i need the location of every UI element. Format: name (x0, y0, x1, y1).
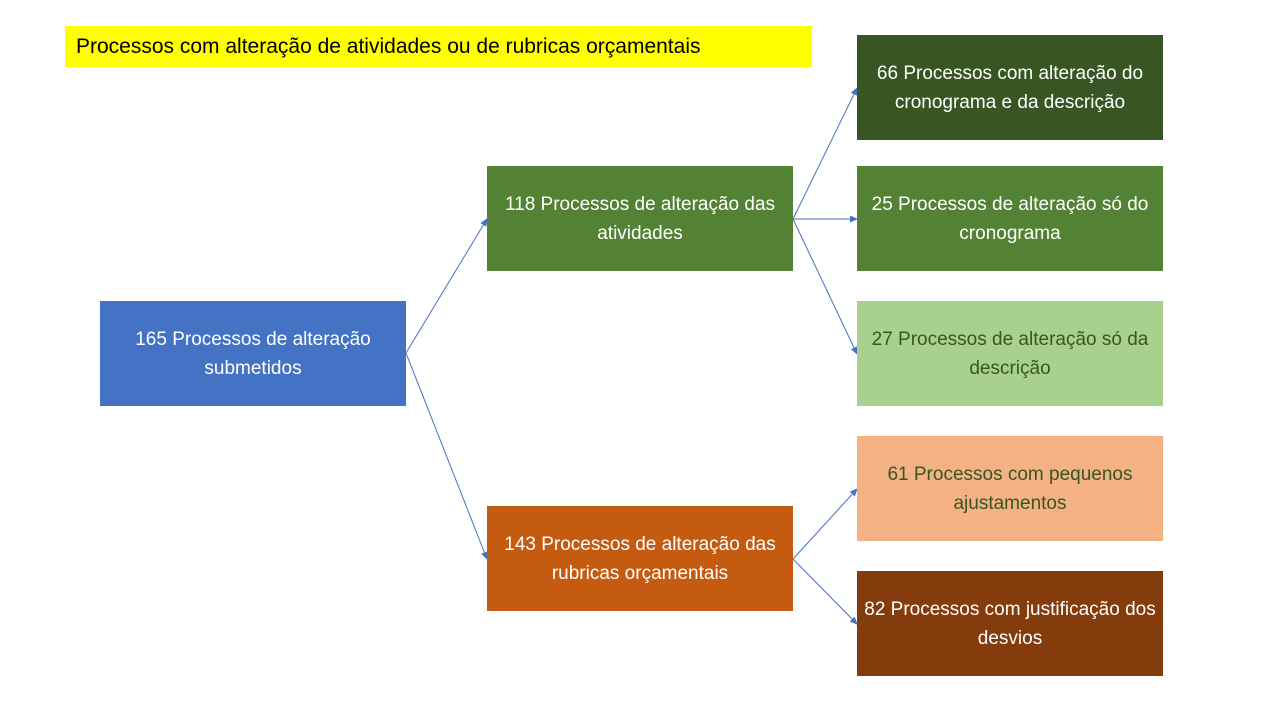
node-budget-label: 143 Processos de alteração das rubricas … (504, 533, 776, 584)
connector-root-to-budget (405, 352, 488, 560)
node-budget-small-label: 61 Processos com pequenos ajustamentos (887, 463, 1133, 514)
node-budget-changes: 143 Processos de alteração das rubricas … (487, 506, 793, 611)
node-root-label: 165 Processos de alteração submetidos (135, 328, 371, 379)
node-activities-description-label: 27 Processos de alteração só da descriçã… (871, 328, 1149, 379)
node-root-submitted: 165 Processos de alteração submetidos (100, 301, 406, 406)
node-activities-schedule-label: 25 Processos de alteração só do cronogra… (871, 193, 1149, 244)
node-budget-justified-deviations: 82 Processos com justificação dos desvio… (857, 571, 1163, 676)
connector-budget-to-small (792, 488, 858, 560)
diagram-title: Processos com alteração de atividades ou… (65, 26, 812, 67)
node-budget-small-adjustments: 61 Processos com pequenos ajustamentos (857, 436, 1163, 541)
connector-activities-to-both (792, 87, 858, 220)
node-activities-both-label: 66 Processos com alteração do cronograma… (876, 62, 1144, 113)
node-activities-label: 118 Processos de alteração das atividade… (504, 193, 776, 244)
node-activities-schedule-and-description: 66 Processos com alteração do cronograma… (857, 35, 1163, 140)
node-budget-justified-label: 82 Processos com justificação dos desvio… (864, 598, 1156, 649)
node-activities-description-only: 27 Processos de alteração só da descriçã… (857, 301, 1163, 406)
connector-activities-to-description (792, 218, 858, 355)
connector-root-to-activities (405, 218, 488, 354)
connector-budget-to-justified (792, 558, 858, 625)
node-activities-changes: 118 Processos de alteração das atividade… (487, 166, 793, 271)
node-activities-schedule-only: 25 Processos de alteração só do cronogra… (857, 166, 1163, 271)
